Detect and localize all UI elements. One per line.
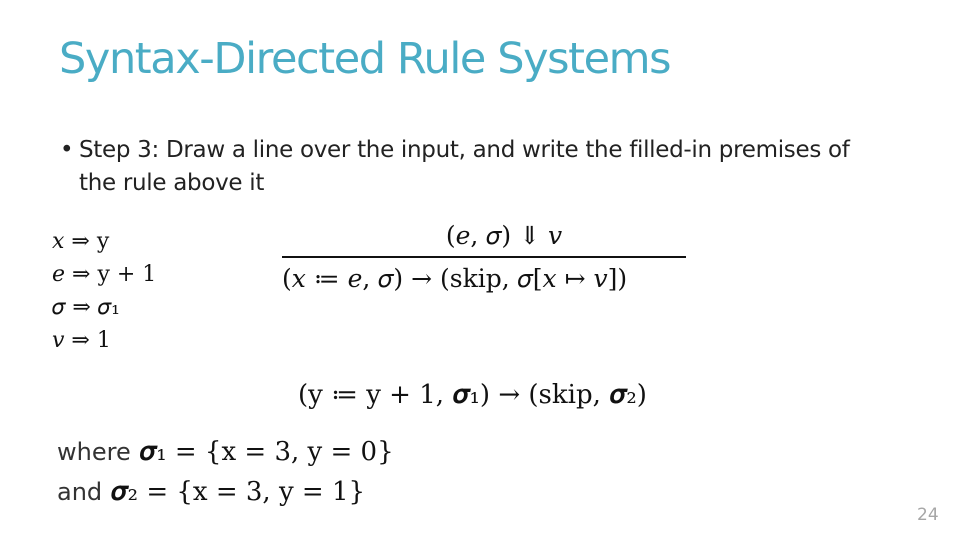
- where-line-sigma1: where 𝝈₁ = {x = 3, y = 0}: [57, 432, 394, 472]
- slide-title: Syntax-Directed Rule Systems: [59, 34, 672, 84]
- where-clause: where 𝝈₁ = {x = 3, y = 0} and 𝝈₂ = {x = …: [57, 432, 394, 512]
- mapping-x: 𝑥 ⇒ y: [52, 229, 110, 254]
- sigma2-definition: 𝝈₂ = {x = 3, y = 1}: [110, 477, 366, 507]
- mapping-e: 𝑒 ⇒ y + 1: [52, 262, 157, 287]
- and-keyword: and: [57, 478, 103, 506]
- mapping-sigma: 𝜎 ⇒ 𝜎₁: [52, 295, 120, 320]
- variable-mappings: 𝑥 ⇒ y 𝑒 ⇒ y + 1 𝜎 ⇒ 𝜎₁ 𝑣 ⇒ 1: [52, 225, 156, 357]
- inference-rule: (𝑒, 𝜎) ⇓ 𝑣 (𝑥 ≔ 𝑒, 𝜎) → (skip, 𝜎[𝑥 ↦ 𝑣]): [282, 218, 686, 296]
- bullet-step-3: • Step 3: Draw a line over the input, an…: [60, 134, 860, 200]
- rule-premise: (𝑒, 𝜎) ⇓ 𝑣: [445, 221, 563, 250]
- rule-conclusion: (𝑥 ≔ 𝑒, 𝜎) → (skip, 𝜎[𝑥 ↦ 𝑣]): [282, 264, 628, 293]
- rule-line: [282, 256, 686, 258]
- mapping-v: 𝑣 ⇒ 1: [52, 328, 111, 353]
- where-line-sigma2: and 𝝈₂ = {x = 3, y = 1}: [57, 472, 394, 512]
- sigma1-definition: 𝝈₁ = {x = 3, y = 0}: [138, 437, 394, 467]
- bullet-text: Step 3: Draw a line over the input, and …: [79, 137, 850, 196]
- page-number: 24: [917, 505, 939, 525]
- where-keyword: where: [57, 438, 131, 466]
- input-expression: (y ≔ y + 1, 𝝈₁) → (skip, 𝝈₂): [298, 380, 647, 410]
- bullet-marker: •: [60, 137, 74, 163]
